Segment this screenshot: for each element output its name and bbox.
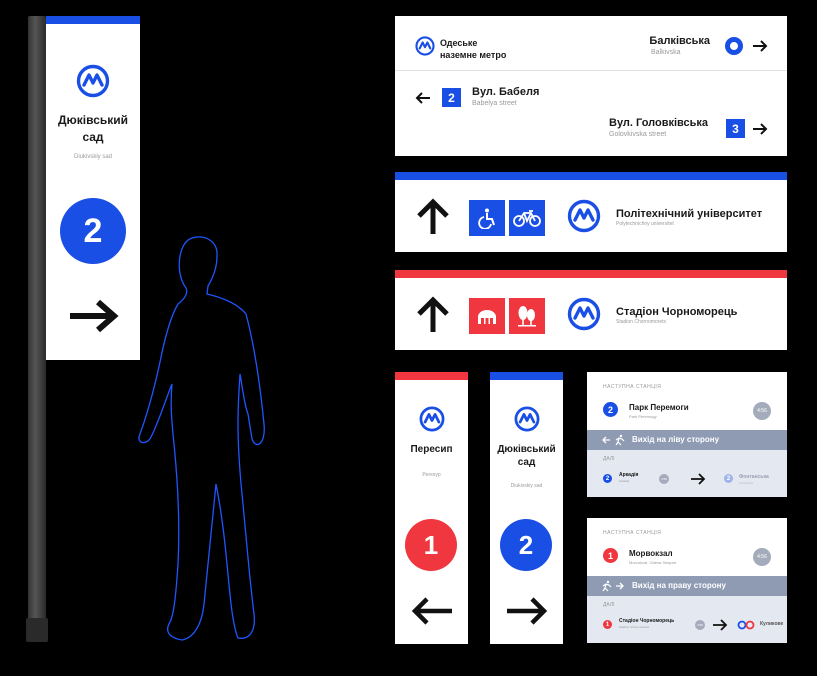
exit-bar: Вихід на ліву сторону [587, 430, 787, 450]
next-station-latin: Park Peremogy [629, 414, 657, 419]
station-name: Дюківський сад [490, 443, 563, 469]
person-silhouette-icon [138, 236, 265, 641]
directional-sign-top: Одеське наземне метро Балківська Balkivs… [395, 16, 787, 156]
station-latin: Stadion Chornomorets [616, 319, 667, 325]
exit-bar: Вихід на праву сторону [587, 576, 787, 596]
arrow-left-icon [602, 436, 610, 444]
time-badge: 4:56 [695, 620, 705, 630]
arrow-right-icon [616, 582, 624, 590]
line-number-badge: 2 [724, 474, 733, 483]
from-station: Стадіон Чорноморець [619, 618, 675, 624]
metro-logo-icon [419, 406, 445, 432]
right-street-name: Вул. Головківська [609, 117, 709, 129]
station-latin: Peresyp [422, 472, 441, 478]
divider [395, 70, 787, 71]
interchange-icon [737, 620, 755, 630]
arrow-right-icon [691, 473, 706, 485]
to-station: Фонтанська [739, 474, 769, 480]
arrow-right-icon [713, 619, 728, 631]
line-number-badge: 1 [603, 548, 618, 563]
pole-base [26, 618, 48, 642]
from-station: Аркадія [619, 472, 639, 478]
next-panel: ДАЛІ 1 Стадіон Чорноморець Stadion Chorn… [587, 596, 787, 643]
next-station-label: НАСТУПНА СТАНЦІЯ [603, 384, 662, 390]
line-number-badge: 2 [60, 198, 126, 264]
line-number-badge: 2 [603, 402, 618, 417]
from-station-latin: Stadion Chornomorets [619, 625, 650, 629]
to-station-latin: Fontanska [739, 481, 754, 485]
arrow-right-icon [753, 40, 768, 52]
metro-logo-icon [415, 36, 435, 56]
arrow-up-icon [417, 296, 449, 332]
then-label: ДАЛІ [603, 602, 615, 608]
onboard-screen-2: НАСТУПНА СТАНЦІЯ 1 Морвокзал Morvokzal, … [587, 518, 787, 643]
then-label: ДАЛІ [603, 456, 615, 462]
running-person-icon [615, 434, 625, 446]
onboard-screen-1: НАСТУПНА СТАНЦІЯ 2 Парк Перемоги Park Pe… [587, 372, 787, 497]
time-badge: 4:56 [753, 402, 771, 420]
station-name-line1: Дюківський [497, 444, 556, 455]
station-latin: Diukivskiy sad [510, 483, 543, 489]
metro-logo-icon [567, 199, 601, 233]
arrow-left-icon [415, 92, 430, 104]
wheelchair-icon [469, 200, 505, 236]
pole-banner-sign: Дюківський сад Diukivskiy sad 2 [46, 16, 140, 360]
running-person-icon [602, 580, 612, 592]
next-panel: ДАЛІ 2 Аркадія Arkadia 4:56 2 Фонтанська… [587, 450, 787, 497]
stadium-icon [469, 298, 505, 334]
arrow-right-icon [70, 299, 119, 333]
next-station-name: Парк Перемоги [629, 403, 689, 412]
exit-text: Вихід на ліву сторону [632, 435, 720, 444]
arrow-right-icon [753, 123, 768, 135]
vertical-sign-blue: Дюківський сад Diukivskiy sad 2 [490, 372, 563, 644]
line-number-square: 3 [726, 119, 745, 138]
metro-logo-icon [514, 406, 540, 432]
station-latin: Polytechnichny universitet [616, 221, 674, 227]
current-station-name: Балківська [649, 35, 710, 47]
brand-line2: наземне метро [440, 50, 507, 60]
station-name-line2: сад [517, 457, 536, 468]
line-number-badge: 1 [603, 620, 612, 629]
banner-station-name: Дюківський сад [57, 113, 129, 144]
vertical-sign-red: Пересип Peresyp 1 [395, 372, 468, 644]
bicycle-icon [509, 200, 545, 236]
sign-blue-station: Політехнічний університет Polytechnichny… [395, 172, 787, 252]
arrow-right-icon [507, 597, 548, 625]
exit-text: Вихід на праву сторону [632, 581, 726, 590]
next-station-latin: Morvokzal, Odesa Seaport [629, 560, 677, 565]
brand-line1: Одеське [440, 38, 478, 48]
banner-station-latin: Diukivskiy sad [73, 154, 112, 160]
station-ring-icon [725, 37, 743, 55]
left-street-latin: Babelya street [472, 100, 517, 107]
line-number-square: 2 [442, 88, 461, 107]
pole [28, 16, 46, 642]
time-badge: 4:56 [753, 548, 771, 566]
trees-icon [509, 298, 545, 334]
station-name: Політехнічний університет [616, 208, 763, 220]
right-street-latin: Golovkivska street [609, 131, 667, 138]
from-station-latin: Arkadia [619, 479, 630, 483]
arrow-up-icon [417, 198, 449, 234]
current-station-latin: Balkivska [651, 49, 681, 56]
to-station: Куликове [760, 621, 784, 627]
next-station-name: Морвокзал [629, 549, 673, 558]
next-station-label: НАСТУПНА СТАНЦІЯ [603, 530, 662, 536]
time-badge: 4:56 [659, 474, 669, 484]
line-number-badge: 1 [405, 519, 457, 571]
metro-logo-icon [567, 297, 601, 331]
line-number-badge: 2 [500, 519, 552, 571]
arrow-left-icon [411, 597, 452, 625]
left-street-name: Вул. Бабеля [472, 86, 540, 98]
line-number-badge: 2 [603, 474, 612, 483]
station-name: Стадіон Чорноморець [616, 306, 738, 318]
sign-red-station: Стадіон Чорноморець Stadion Chornomorets [395, 270, 787, 350]
station-name: Пересип [410, 444, 453, 455]
metro-logo-icon [76, 64, 110, 98]
brand-name: Одеське наземне метро [440, 37, 506, 61]
